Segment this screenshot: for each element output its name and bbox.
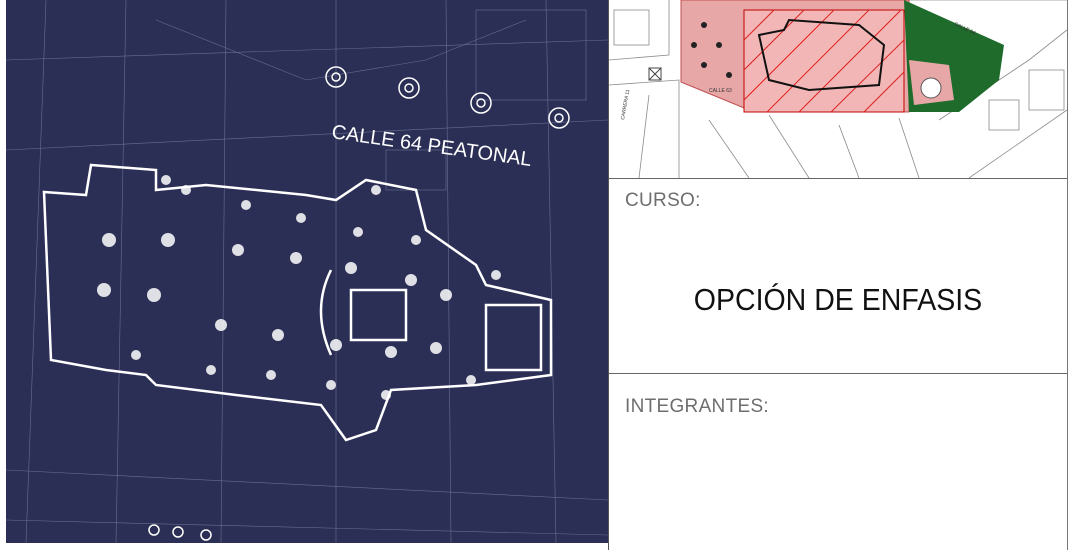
map-street-label-2: CARRERA 11	[620, 89, 631, 121]
map-street-label-1: CALLE 63	[709, 88, 732, 94]
integrantes-label: INTEGRANTES:	[625, 396, 770, 417]
location-map-drawing: CALLE 63 CARRERA 11 CALLE 64	[609, 0, 1067, 178]
right-border	[1067, 0, 1068, 550]
curso-label: CURSO:	[625, 190, 701, 211]
separator-middle	[609, 373, 1067, 374]
separator-top	[609, 178, 1067, 179]
vertical-divider	[608, 0, 609, 550]
location-map: CALLE 63 CARRERA 11 CALLE 64	[609, 0, 1067, 178]
floor-plan-image: CALLE 64 PEATONAL	[6, 0, 608, 543]
floor-plan-drawing: CALLE 64 PEATONAL	[6, 0, 608, 543]
document-title: OPCIÓN DE ENFASIS	[693, 282, 983, 317]
